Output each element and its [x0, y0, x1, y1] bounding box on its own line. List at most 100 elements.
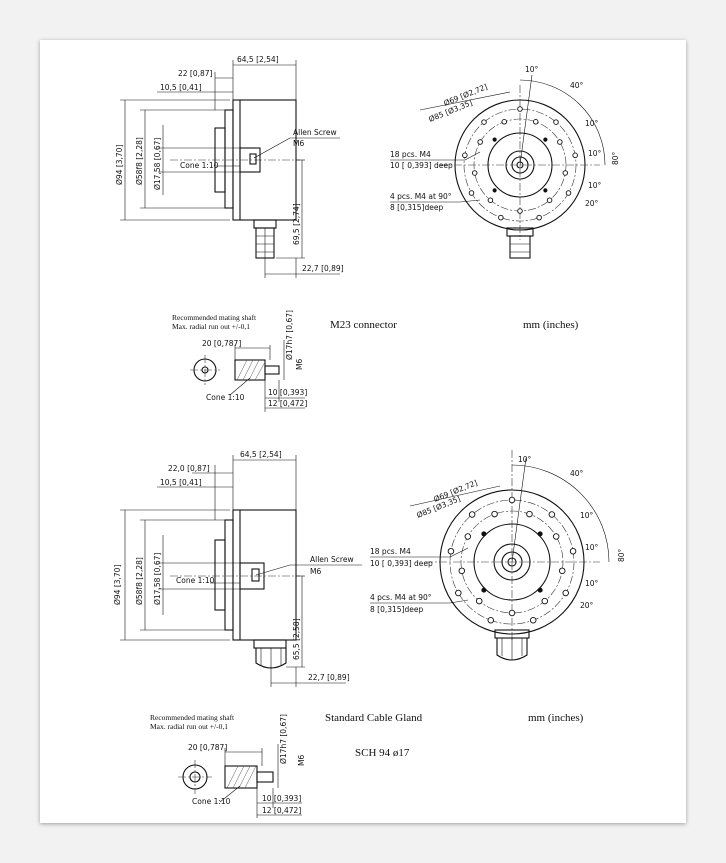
dim-flange: 22,0 [0,87] [168, 464, 210, 473]
dim-diameter-94: Ø94 [3,70] [115, 145, 124, 185]
angle-80: 80° [611, 151, 620, 165]
angle-10b: 10° [580, 511, 594, 520]
dim-height-69: 69,5 [2,74] [292, 203, 301, 245]
shaft-runout: Max. radial run out +/-0,1 [150, 722, 228, 731]
bolt-hole [557, 139, 563, 145]
callout-18-pcs: 18 pcs. M4 [370, 547, 411, 556]
bolt-hole [569, 547, 577, 555]
shaft-recommended: Recommended mating shaft [150, 713, 235, 722]
angle-10c: 10° [588, 149, 602, 158]
caption-m23-connector: M23 connector [330, 319, 397, 331]
shaft-dim-12: 12 [0,472] [268, 399, 307, 408]
callout-8-deep: 8 [0,315]deep [390, 203, 443, 212]
dim-diameter-58: Ø58f8 [2,28] [135, 137, 144, 185]
bolt-hole [462, 152, 468, 159]
bolt-hole [501, 119, 508, 125]
bolt-hole [447, 547, 455, 555]
cone-label: Cone 1:10 [180, 161, 219, 170]
bolt-hole [541, 597, 549, 605]
shaft-dim-10: 10 [0,393] [262, 794, 301, 803]
bolt-hole [477, 139, 483, 145]
mounting-hole [492, 137, 497, 142]
bolt-hole [481, 119, 487, 125]
shaft-dim-m6: M6 [297, 755, 306, 766]
callout-4-pcs: 4 pcs. M4 at 90° [370, 593, 432, 602]
bolt-hole [517, 106, 523, 112]
drawing-sheet: 64,5 [2,54] 22 [0,87] 10,5 [0,41] Allen … [40, 40, 686, 823]
shaft-dim-10: 10 [0,393] [268, 388, 307, 397]
bottom-mating-shaft: Recommended mating shaft Max. radial run… [150, 713, 306, 818]
dim-connector-offset: 22,7 [0,89] [302, 264, 344, 273]
bolt-hole [508, 496, 516, 504]
dim-gland-offset: 22,7 [0,89] [308, 673, 350, 682]
m6-label: M6 [293, 139, 304, 148]
dim-length: 64,5 [2,54] [237, 55, 279, 64]
angle-10d: 10° [585, 579, 599, 588]
dim-length: 64,5 [2,54] [240, 450, 282, 459]
bolt-hole [562, 170, 569, 176]
mounting-hole [543, 137, 548, 142]
mounting-hole [543, 188, 548, 193]
shaft-dim-17h7: Ø17h7 [0,67] [285, 310, 294, 360]
callout-4-pcs: 4 pcs. M4 at 90° [390, 192, 452, 201]
bolt-hole [498, 214, 504, 221]
callout-10-deep: 10 [ 0,393] deep [390, 161, 453, 170]
callout-18-pcs: 18 pcs. M4 [390, 150, 431, 159]
shaft-recommended: Recommended mating shaft [172, 313, 257, 322]
bolt-hole [471, 170, 478, 176]
caption-cable-gland: Standard Cable Gland [325, 712, 423, 724]
bolt-hole [572, 152, 578, 159]
top-side-view: 64,5 [2,54] 22 [0,87] 10,5 [0,41] Allen … [115, 55, 344, 278]
shaft-runout: Max. radial run out +/-0,1 [172, 322, 250, 331]
bolt-hole [526, 510, 533, 518]
angle-10: 10° [525, 65, 539, 74]
bottom-front-view: 10° 40° 10° 10° 80° 10° 20° Ø69 [Ø2,72] … [370, 450, 626, 661]
bolt-hole [458, 567, 466, 575]
bolt-hole [464, 533, 472, 540]
shaft-dim-12: 12 [0,472] [262, 806, 301, 815]
angle-40: 40° [570, 81, 584, 90]
angle-10d: 10° [588, 181, 602, 190]
angle-40: 40° [570, 469, 584, 478]
dim-diameter-17: Ø17,58 [0,67] [153, 138, 162, 190]
dim-height-65: 65,5 [2,58] [292, 618, 301, 660]
cone-label: Cone 1:10 [176, 576, 215, 585]
top-front-view: 10° 40° 10° 10° 80° 10° 20° Ø69 [Ø2,72] … [390, 65, 620, 259]
dim-flange: 22 [0,87] [178, 69, 213, 78]
shaft-dim-20: 20 [0,787] [188, 743, 227, 752]
allen-screw-label: Allen Screw [310, 555, 354, 564]
bolt-hole [468, 190, 475, 196]
bolt-hole [517, 208, 523, 214]
dim-diameter-94: Ø94 [3,70] [113, 565, 122, 605]
caption-model: SCH 94 ø17 [355, 747, 410, 759]
bolt-hole [548, 511, 556, 518]
shaft-dim-20: 20 [0,787] [202, 339, 241, 348]
technical-drawing: 64,5 [2,54] 22 [0,87] 10,5 [0,41] Allen … [113, 55, 626, 818]
mounting-hole [481, 587, 487, 593]
allen-screw-label: Allen Screw [293, 128, 337, 137]
bolt-hole [536, 214, 542, 221]
mounting-hole [481, 531, 487, 537]
mounting-hole [537, 531, 543, 537]
caption-units-top: mm (inches) [523, 319, 579, 331]
bolt-hole [487, 617, 495, 624]
bolt-hole [546, 197, 553, 203]
bolt-hole [491, 510, 498, 518]
caption-units-bottom: mm (inches) [528, 712, 584, 724]
shaft-cone: Cone 1:10 [192, 797, 231, 806]
shaft-dim-17h7: Ø17h7 [0,67] [279, 714, 288, 764]
bolt-hole [532, 119, 539, 125]
callout-8-deep: 8 [0,315]deep [370, 605, 423, 614]
top-mating-shaft: Recommended mating shaft Max. radial run… [172, 310, 307, 412]
bolt-hole [508, 609, 516, 617]
bolt-hole [475, 597, 483, 605]
bolt-hole [552, 533, 560, 540]
bolt-hole [529, 617, 537, 624]
dim-offset: 10,5 [0,41] [160, 478, 202, 487]
bolt-hole [565, 190, 572, 196]
m6-label: M6 [310, 567, 321, 576]
bolt-hole [487, 197, 494, 203]
dim-diameter-58: Ø58f8 [2,28] [135, 557, 144, 605]
bolt-hole [558, 567, 566, 575]
bottom-side-view: 64,5 [2,54] 22,0 [0,87] 10,5 [0,41] Alle… [113, 450, 362, 687]
